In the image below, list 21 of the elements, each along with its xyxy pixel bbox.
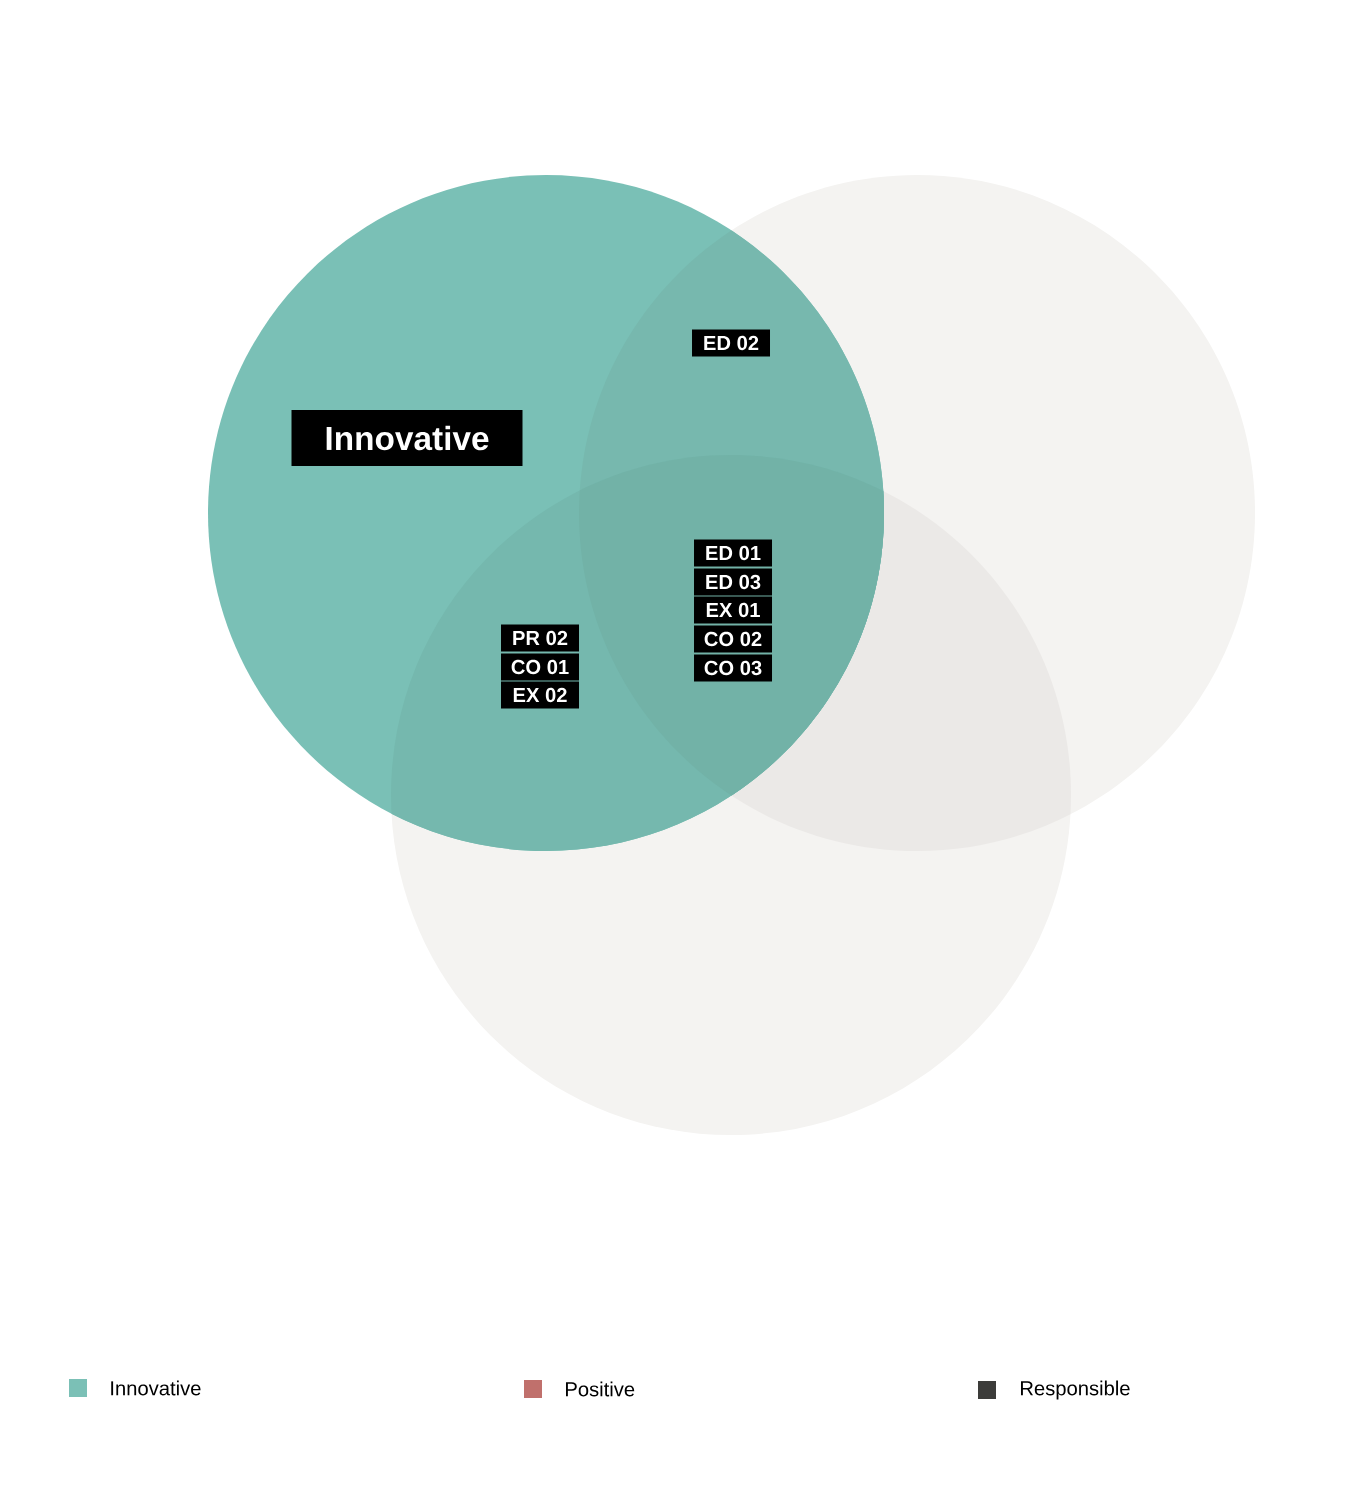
- code-tag: CO 01: [501, 653, 579, 681]
- node-label: PR 02: [513, 630, 568, 646]
- legend-label: Positive: [566, 1381, 635, 1397]
- code-tag: EX 01: [694, 596, 772, 624]
- node-label: ED 01: [706, 545, 761, 561]
- code-tag: PR 02: [501, 624, 579, 652]
- code-tag: EX 02: [501, 681, 579, 709]
- node-label: EX 02: [513, 687, 567, 703]
- node-label: CO 03: [704, 660, 762, 676]
- code-tag: CO 02: [694, 625, 772, 653]
- code-tag: ED 03: [694, 568, 772, 596]
- code-tag: ED 02: [692, 329, 770, 357]
- legend-label: Innovative: [111, 1380, 201, 1396]
- code-tag: CO 03: [694, 654, 772, 682]
- node-label: CO 01: [511, 659, 569, 675]
- node-label: EX 01: [706, 602, 760, 618]
- node-label: ED 03: [706, 574, 761, 590]
- code-tag: ED 01: [694, 539, 772, 567]
- legend-label: Responsible: [1021, 1380, 1130, 1400]
- node-label: CO 02: [704, 631, 762, 647]
- title-label: Innovative: [291, 410, 523, 466]
